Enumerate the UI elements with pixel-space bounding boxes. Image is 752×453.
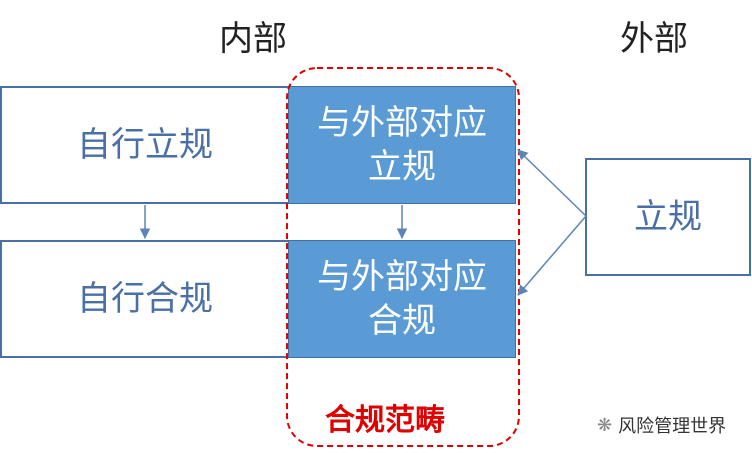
heading-external: 外部	[620, 19, 688, 59]
box-self-comply: 自行合规	[0, 240, 290, 358]
box-ext-comply: 与外部对应 合规	[288, 240, 516, 358]
box-external-rule: 立规	[585, 158, 751, 276]
wechat-icon: ❋	[597, 414, 613, 436]
watermark-text: 风险管理世界	[618, 416, 727, 437]
watermark: ❋ 风险管理世界	[597, 412, 726, 438]
box-ext-rule: 与外部对应 立规	[288, 86, 516, 204]
arrow-external-to-ext-rule	[517, 149, 587, 217]
scope-label: 合规范畴	[325, 403, 445, 438]
box-self-rule: 自行立规	[0, 86, 290, 204]
heading-internal: 内部	[219, 19, 287, 59]
arrow-external-to-ext-comply	[517, 215, 587, 296]
